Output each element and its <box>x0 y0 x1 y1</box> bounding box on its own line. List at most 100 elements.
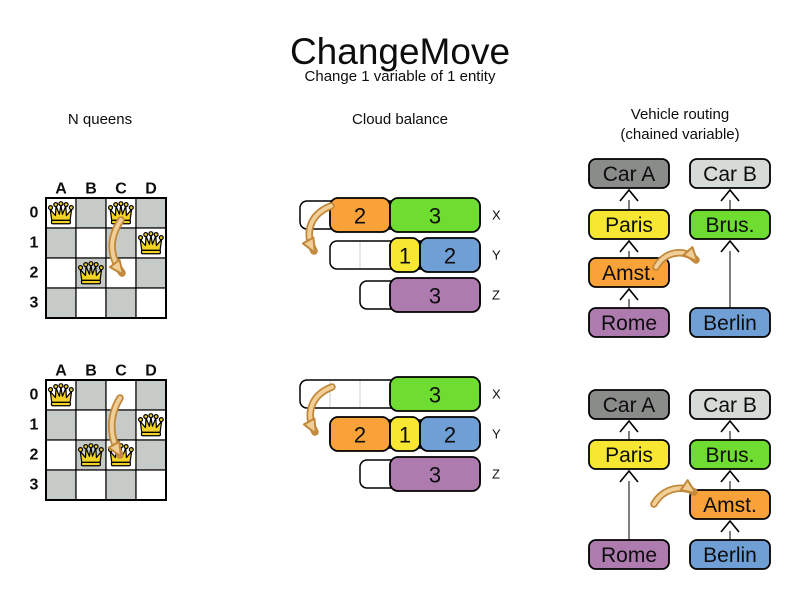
chain-arrowhead-icon <box>720 239 740 253</box>
vehicle-box <box>689 158 771 189</box>
cloud-block-value: 3 <box>429 204 441 229</box>
board-cell <box>135 287 167 319</box>
vehicle-box-label: Amst. <box>602 262 656 285</box>
board-cell <box>75 287 107 319</box>
board-border <box>45 379 167 501</box>
vehicle-box <box>689 439 771 470</box>
chain-arrowhead-icon <box>720 469 740 483</box>
queen-icon <box>137 231 164 255</box>
move-arrow-vehicle-before <box>654 246 699 269</box>
vehicle-box-label: Paris <box>605 214 653 237</box>
queen-icon <box>77 443 104 467</box>
board-col-label: C <box>115 363 127 380</box>
cloud-process-block <box>389 277 481 313</box>
chain-arrowhead-icon <box>619 419 639 433</box>
cloud-block-value: 2 <box>354 423 366 448</box>
queen-icon <box>107 201 134 225</box>
vehicle-box-label: Berlin <box>703 544 757 567</box>
cloud-block-value: 3 <box>429 463 441 488</box>
cloud-process-block <box>389 197 481 233</box>
board-row-label: 1 <box>30 417 39 434</box>
vehicle-box <box>588 307 670 338</box>
vehicle-box-label: Brus. <box>705 444 754 467</box>
board-row-label: 0 <box>30 205 39 222</box>
vehicle-box <box>689 539 771 570</box>
vehicle-box-label: Rome <box>601 544 657 567</box>
vehicle-box <box>588 158 670 189</box>
board-cell <box>75 197 107 229</box>
board-col-label: D <box>145 363 157 380</box>
cloud-row-label: Z <box>492 467 500 482</box>
move-arrow-cloud-before <box>301 204 333 254</box>
move-arrow-vehicle-after <box>652 479 697 506</box>
vehicle-box <box>588 539 670 570</box>
cloud-process-block <box>389 456 481 492</box>
vehicle-box-label: Brus. <box>705 214 754 237</box>
chain-arrowhead-icon <box>619 287 639 301</box>
board-row-label: 3 <box>30 477 39 494</box>
chain-arrowhead-icon <box>619 239 639 253</box>
board-cell <box>135 379 167 411</box>
cloud-process-block <box>419 416 481 452</box>
move-arrow-cloud-after <box>302 385 334 435</box>
cloud-block-value: 1 <box>399 244 411 269</box>
page-subtitle: Change 1 variable of 1 entity <box>304 68 496 85</box>
vehicle-box <box>588 209 670 240</box>
board-cell <box>45 469 77 501</box>
board-border <box>45 197 167 319</box>
cloud-block-value: 1 <box>399 423 411 448</box>
cloud-row-label: Y <box>492 427 501 442</box>
cloud-row-label: X <box>492 208 501 223</box>
cloud-process-block <box>419 237 481 273</box>
vehicle-box-label: Rome <box>601 312 657 335</box>
board-row-label: 2 <box>30 265 39 282</box>
vehicle-box-label: Berlin <box>703 312 757 335</box>
board-cell <box>75 409 107 441</box>
queen-icon <box>137 413 164 437</box>
board-col-label: A <box>55 363 67 380</box>
vehicle-box-label: Car B <box>703 163 757 186</box>
vehicle-box <box>689 389 771 420</box>
queen-icon <box>77 261 104 285</box>
board-col-label: B <box>85 181 97 198</box>
move-arrow-nqueens-after <box>107 396 123 458</box>
board-cell <box>105 287 137 319</box>
column-header-cloud-balance: Cloud balance <box>352 111 448 128</box>
board-cell <box>135 197 167 229</box>
cloud-block-value: 3 <box>429 383 441 408</box>
board-cell <box>45 409 77 441</box>
chain-arrowhead-icon <box>619 469 639 483</box>
board-row-label: 1 <box>30 235 39 252</box>
chain-arrowhead-icon <box>720 519 740 533</box>
page-title: ChangeMove <box>289 31 511 72</box>
board-cell <box>75 469 107 501</box>
vehicle-box <box>689 209 771 240</box>
vehicle-box <box>588 257 670 288</box>
cloud-block-value: 2 <box>354 204 366 229</box>
board-cell <box>105 469 137 501</box>
board-col-label: B <box>85 363 97 380</box>
cloud-row-label: Z <box>492 288 500 303</box>
board-cell <box>75 379 107 411</box>
board-row-label: 0 <box>30 387 39 404</box>
queen-icon <box>47 383 74 407</box>
board-row-label: 3 <box>30 295 39 312</box>
board-row-label: 2 <box>30 447 39 464</box>
vehicle-box-label: Paris <box>605 444 653 467</box>
board-cell <box>45 227 77 259</box>
vehicle-box-label: Amst. <box>703 494 757 517</box>
vehicle-box <box>588 389 670 420</box>
chain-arrowhead-icon <box>619 188 639 202</box>
chain-arrowhead-icon <box>720 188 740 202</box>
cloud-row-label: X <box>492 387 501 402</box>
board-col-label: A <box>55 181 67 198</box>
column-header-nqueens: N queens <box>67 111 133 128</box>
board-cell <box>75 227 107 259</box>
chain-arrowhead-icon <box>720 419 740 433</box>
